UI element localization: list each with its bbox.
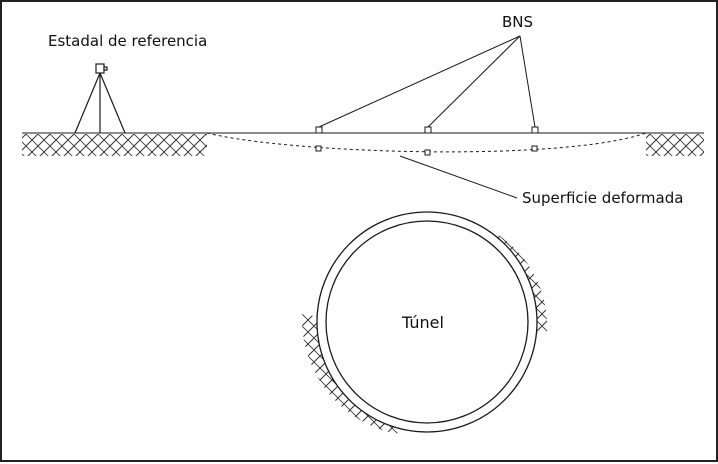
soil-hatch-left [22,134,207,156]
bns-marker [315,126,323,134]
deformed-surface-leader [399,155,518,199]
deformed-bns-marker [531,145,538,152]
bns-leader-lines [318,35,536,128]
bns-label: BNS [502,13,533,31]
soil-hatch-right [646,134,704,156]
deformed-bns-markers [315,145,538,156]
bns-marker [531,126,539,134]
reference-staff-label: Estadal de referencia [48,32,207,50]
deformed-surface-label: Superficie deformada [522,189,683,207]
deformed-surface-curve [206,132,647,153]
deformed-bns-marker [315,145,322,152]
bns-marker [424,126,432,134]
deformed-bns-marker [424,149,431,156]
tunnel-label: Túnel [401,313,444,332]
tunnel-inner-ring [325,220,529,424]
reference-staff-tripod [74,63,126,134]
bns-markers [315,126,539,134]
